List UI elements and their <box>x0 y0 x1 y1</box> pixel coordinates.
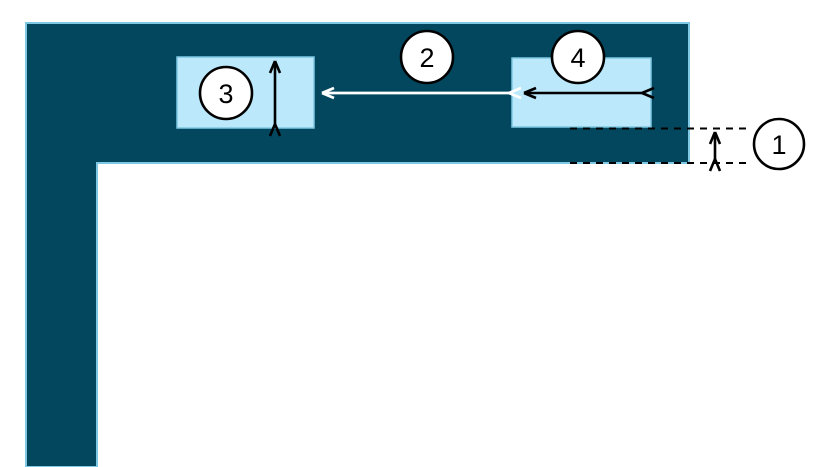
callout-2-circle[interactable] <box>399 29 455 85</box>
callout-1-circle[interactable] <box>752 117 806 171</box>
callout-4-label: 4 <box>570 43 585 73</box>
callout-3[interactable]: 3 <box>198 65 254 121</box>
callout-3-label: 3 <box>218 79 233 109</box>
callout-4-circle[interactable] <box>550 29 606 85</box>
callout-2[interactable]: 2 <box>399 29 455 85</box>
callout-2-label: 2 <box>419 43 434 73</box>
callout-1[interactable]: 1 <box>752 117 806 171</box>
callout-4[interactable]: 4 <box>550 29 606 85</box>
callout-1-label: 1 <box>771 130 786 160</box>
callout-3-circle[interactable] <box>198 65 254 121</box>
wall-shape <box>25 22 690 467</box>
